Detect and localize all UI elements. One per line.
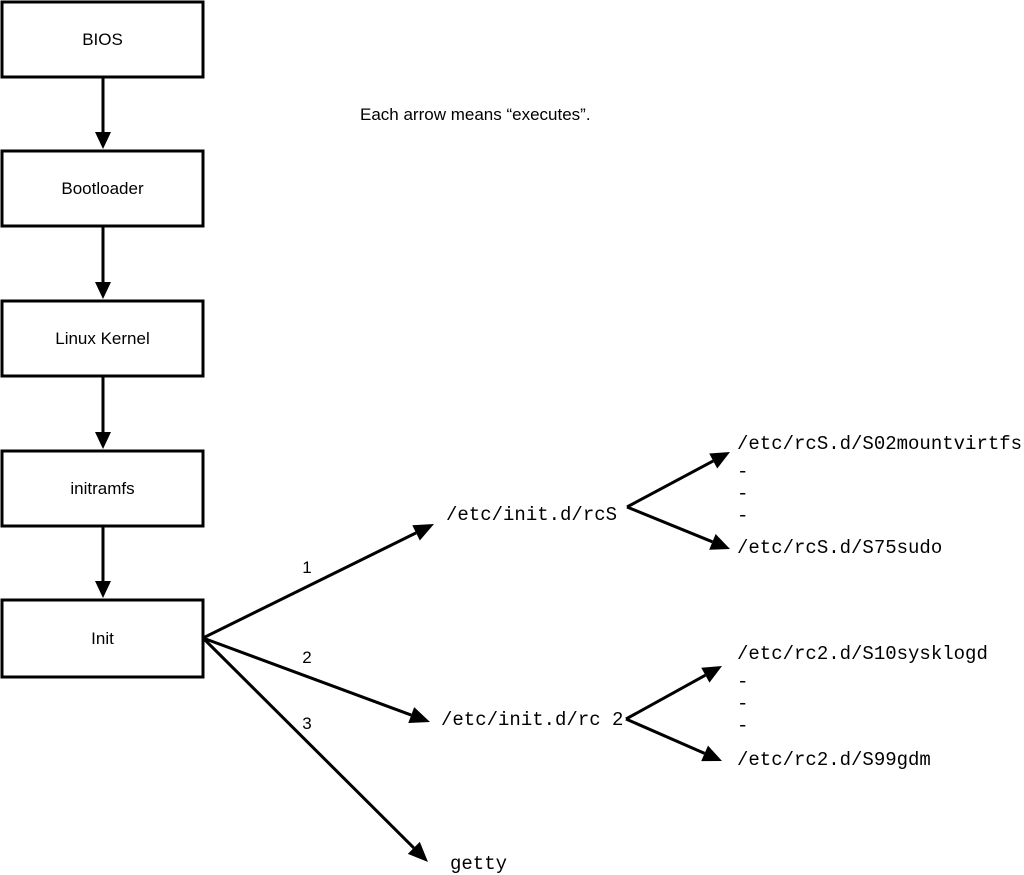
arrowhead-rc2-scripts-first-script xyxy=(701,666,722,683)
arrow-line-branch-1 xyxy=(202,531,417,640)
branch-order-number-3: 3 xyxy=(302,714,311,733)
branch-arrow-group: 1/etc/init.d/rcS 2/etc/init.d/rc 2 3 getty xyxy=(201,504,623,875)
executes-note: Each arrow means “executes”. xyxy=(360,105,591,124)
stage-label-init: Init xyxy=(91,629,114,648)
branch-target-label-branch-3[interactable]: getty xyxy=(450,853,507,875)
script-fanout-group: /etc/rcS.d/S02mountvirtfs/etc/rcS.d/S75s… xyxy=(625,433,1022,771)
arrowhead-rcs-scripts-first-script xyxy=(709,452,730,469)
stage-box-linux-kernel[interactable]: Linux Kernel xyxy=(0,299,205,378)
ellipsis-dash-rc2-scripts-1: - xyxy=(737,693,748,715)
branch-order-number-2: 2 xyxy=(302,648,311,667)
arrowhead-branch-2 xyxy=(408,707,430,724)
ellipsis-dash-rcs-scripts-2: - xyxy=(737,505,748,527)
stage-label-bios: BIOS xyxy=(82,30,123,49)
arrowhead-kernel-to-initramfs xyxy=(95,432,111,449)
ellipsis-dash-rcs-scripts-1: - xyxy=(737,483,748,505)
stage-label-linux-kernel: Linux Kernel xyxy=(55,329,150,348)
arrow-line-rcs-scripts-first-script xyxy=(626,459,714,509)
vertical-arrow-group xyxy=(95,77,111,598)
stage-box-bios[interactable]: BIOS xyxy=(0,0,205,79)
stage-box-outline-linux-kernel xyxy=(0,299,205,378)
ellipsis-dash-rc2-scripts-2: - xyxy=(737,715,748,737)
stage-box-outline-initramfs xyxy=(0,449,205,528)
stage-box-outline-init xyxy=(0,598,205,679)
arrowhead-branch-1 xyxy=(412,524,434,541)
arrowhead-initramfs-to-init xyxy=(95,581,111,598)
stage-box-bootloader[interactable]: Bootloader xyxy=(0,149,205,228)
arrowhead-bios-to-bootloader xyxy=(95,132,111,149)
script-label-rc2-scripts-last-script[interactable]: /etc/rc2.d/S99gdm xyxy=(737,749,931,771)
stage-label-bootloader: Bootloader xyxy=(61,179,144,198)
arrowhead-branch-3 xyxy=(407,841,428,862)
ellipsis-dash-rc2-scripts-0: - xyxy=(737,671,748,693)
script-label-rcs-scripts-last-script[interactable]: /etc/rcS.d/S75sudo xyxy=(737,537,942,559)
arrowhead-rcs-scripts-last-script xyxy=(709,533,730,550)
note-layer: Each arrow means “executes”. xyxy=(360,105,591,124)
stage-label-initramfs: initramfs xyxy=(70,479,134,498)
script-label-rcs-scripts-first-script[interactable]: /etc/rcS.d/S02mountvirtfs xyxy=(737,433,1022,455)
arrow-line-branch-2 xyxy=(202,636,412,717)
branch-order-number-1: 1 xyxy=(302,558,311,577)
stage-box-initramfs[interactable]: initramfs xyxy=(0,449,205,528)
stage-box-init[interactable]: Init xyxy=(0,598,205,679)
ellipsis-dash-rcs-scripts-0: - xyxy=(737,461,748,483)
branch-target-label-branch-2[interactable]: /etc/init.d/rc 2 xyxy=(441,709,623,731)
arrow-line-rcs-scripts-last-script xyxy=(626,505,713,544)
arrow-line-branch-3 xyxy=(201,636,415,849)
arrow-line-rc2-scripts-last-script xyxy=(625,717,706,755)
branch-target-label-branch-1[interactable]: /etc/init.d/rcS xyxy=(446,504,617,526)
arrowhead-rc2-scripts-last-script xyxy=(701,745,722,762)
script-label-rc2-scripts-first-script[interactable]: /etc/rc2.d/S10sysklogd xyxy=(737,643,988,665)
arrowhead-bootloader-to-kernel xyxy=(95,282,111,299)
arrow-line-rc2-scripts-first-script xyxy=(625,673,707,721)
stage-box-outline-bios xyxy=(0,0,205,79)
